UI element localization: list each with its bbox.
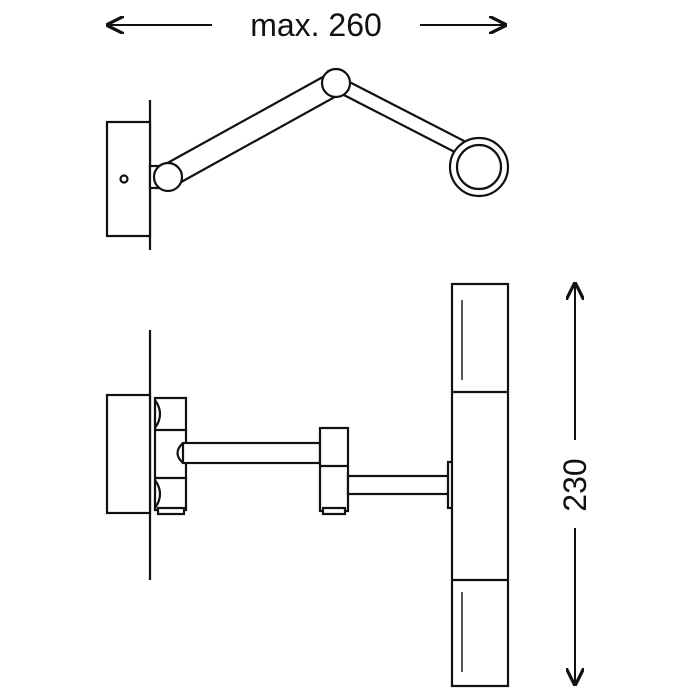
front-view-arm-1-end xyxy=(176,442,184,464)
top-view-lamp-head-inner xyxy=(455,143,503,191)
front-view xyxy=(105,282,510,688)
front-view-wall-plate xyxy=(105,393,152,515)
top-view-joint-base xyxy=(152,161,184,193)
width-dimension-label: max. 260 xyxy=(250,7,382,43)
front-view-base-foot xyxy=(156,506,186,516)
top-view xyxy=(105,67,510,250)
top-view-screw-hole xyxy=(119,174,129,184)
front-view-base-knuckle-top xyxy=(154,399,162,429)
front-view-lamp-tube xyxy=(450,282,510,688)
front-view-middle-foot xyxy=(321,506,347,516)
height-dimension-label: 230 xyxy=(557,458,593,511)
top-view-arm-1 xyxy=(160,71,344,188)
front-view-arm-1 xyxy=(181,441,322,465)
top-view-joint-elbow xyxy=(320,67,352,99)
front-view-arm-2 xyxy=(346,474,460,496)
width-dimension: max. 260 xyxy=(108,7,505,43)
front-view-base-knuckle-bottom xyxy=(154,479,162,509)
height-dimension: 230 xyxy=(557,284,593,684)
front-view-middle-block xyxy=(318,426,350,513)
